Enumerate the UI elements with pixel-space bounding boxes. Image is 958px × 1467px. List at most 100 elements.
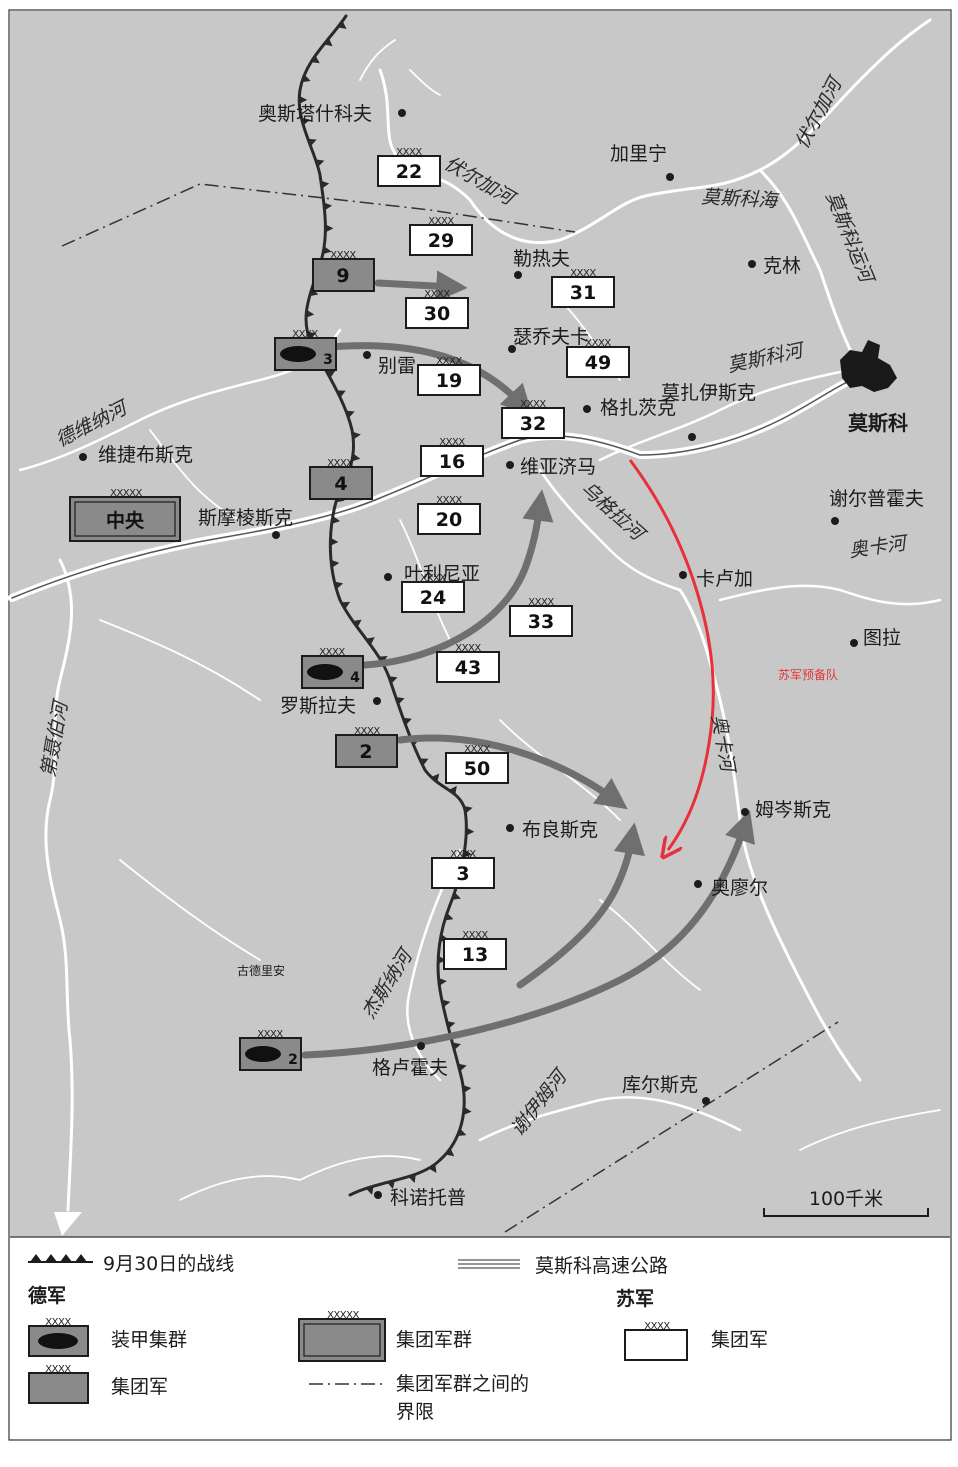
city-mtsensk: 姆岑斯克 xyxy=(741,799,831,821)
city-tula: 图拉 xyxy=(850,627,901,649)
echelon-mark: XXXX xyxy=(436,495,462,506)
svg-text:30: 30 xyxy=(424,303,450,325)
svg-text:4: 4 xyxy=(350,670,360,686)
svg-text:XXXXX: XXXXX xyxy=(327,1310,359,1321)
city-orel: 奥廖尔 xyxy=(694,877,768,899)
city-moscow: 莫斯科 xyxy=(847,411,908,435)
svg-text:斯摩棱斯克: 斯摩棱斯克 xyxy=(198,507,293,529)
soviet-army-19: XXXX 19 xyxy=(417,356,481,396)
svg-text:XXXXX: XXXXX xyxy=(110,488,142,499)
soviet-army-3: XXXX 3 xyxy=(431,849,495,889)
legend-highway: 莫斯科高速公路 xyxy=(458,1255,668,1277)
soviet-army-30: XXXX 30 xyxy=(405,289,469,329)
city-klin: 克林 xyxy=(748,255,801,277)
legend-front-line: 9月30日的战线 xyxy=(28,1253,234,1275)
svg-text:3: 3 xyxy=(456,863,469,885)
svg-text:克林: 克林 xyxy=(763,255,801,277)
svg-text:瑟乔夫卡: 瑟乔夫卡 xyxy=(513,326,589,348)
echelon-mark: XXXX xyxy=(528,597,554,608)
city-roslavl: 罗斯拉夫 xyxy=(280,695,381,717)
svg-text:卡卢加: 卡卢加 xyxy=(696,568,753,590)
svg-text:格扎茨克: 格扎茨克 xyxy=(600,397,676,419)
city-rzhev: 勒热夫 xyxy=(513,248,570,279)
legend: 9月30日的战线 莫斯科高速公路 德军 苏军 XXXX 装甲集群 XXXX 集团… xyxy=(28,1253,768,1423)
legend-soviet-heading: 苏军 xyxy=(616,1287,654,1310)
svg-text:古德里安: 古德里安 xyxy=(237,963,285,978)
soviet-army-22: XXXX 22 xyxy=(377,147,441,187)
echelon-mark: XXXX xyxy=(436,356,462,367)
svg-text:莫斯科: 莫斯科 xyxy=(847,411,908,435)
echelon-mark: XXXX xyxy=(585,338,611,349)
svg-text:XXXX: XXXX xyxy=(45,1364,71,1375)
svg-text:100千米: 100千米 xyxy=(809,1188,883,1210)
svg-text:莫斯科高速公路: 莫斯科高速公路 xyxy=(535,1255,668,1277)
soviet-reserve-arrow xyxy=(628,459,715,850)
city-kaluga: 卡卢加 xyxy=(679,568,753,590)
city-smolensk: 斯摩棱斯克 xyxy=(198,507,293,539)
city-mozhaisk: 莫扎伊斯克 xyxy=(661,382,756,441)
german-9th-army: XXXX 9 xyxy=(312,250,375,292)
echelon-mark: XXXX xyxy=(420,573,446,584)
svg-text:姆岑斯克: 姆岑斯克 xyxy=(755,799,831,821)
svg-text:20: 20 xyxy=(436,509,462,531)
svg-text:中央: 中央 xyxy=(106,509,145,532)
city-glukhov: 格卢霍夫 xyxy=(372,1042,448,1079)
svg-text:别雷: 别雷 xyxy=(378,355,416,377)
moscow-highway xyxy=(8,374,859,602)
city-bely: 别雷 xyxy=(363,351,416,377)
german-4th-army: XXXX 4 xyxy=(309,458,373,500)
svg-text:装甲集群: 装甲集群 xyxy=(111,1329,187,1351)
svg-text:维捷布斯克: 维捷布斯克 xyxy=(98,444,193,466)
echelon-mark: XXXX xyxy=(520,399,546,410)
svg-text:50: 50 xyxy=(464,758,490,780)
echelon-mark: XXXX xyxy=(455,643,481,654)
german-units: XXXXX 中央 XXXX 9 XXXX 4 XXXX 2 XXXX 3 XXX… xyxy=(69,250,398,1071)
army-group-boundaries xyxy=(61,183,839,1233)
svg-text:科诺托普: 科诺托普 xyxy=(390,1187,466,1209)
german-3rd-panzer-group: XXXX 3 xyxy=(274,329,337,371)
german-army-group-center: XXXXX 中央 xyxy=(69,488,181,542)
svg-text:勒热夫: 勒热夫 xyxy=(513,248,570,270)
svg-text:XXXX: XXXX xyxy=(644,1321,670,1332)
svg-text:13: 13 xyxy=(462,944,488,966)
german-2nd-panzer-group: XXXX 2 xyxy=(239,1029,302,1071)
echelon-mark: XXXX xyxy=(424,289,450,300)
svg-text:XXXX: XXXX xyxy=(292,329,318,340)
moscow-sea: 莫斯科海 xyxy=(701,186,781,212)
legend-german-army: XXXX 集团军 xyxy=(28,1364,168,1404)
scale-bar: 100千米 xyxy=(763,1188,929,1217)
svg-text:集团军: 集团军 xyxy=(711,1329,768,1351)
echelon-mark: XXXX xyxy=(439,437,465,448)
svg-text:莫扎伊斯克: 莫扎伊斯克 xyxy=(661,382,756,404)
echelon-mark: XXXX xyxy=(396,147,422,158)
svg-text:19: 19 xyxy=(436,370,462,392)
moscow-city-area xyxy=(840,340,897,392)
label-guderian: 古德里安 xyxy=(237,963,285,978)
svg-text:XXXX: XXXX xyxy=(257,1029,283,1040)
german-2nd-army: XXXX 2 xyxy=(335,726,398,768)
svg-text:集团军群: 集团军群 xyxy=(396,1329,472,1351)
svg-text:22: 22 xyxy=(396,161,422,183)
svg-text:49: 49 xyxy=(585,352,611,374)
svg-text:3: 3 xyxy=(323,352,333,368)
soviet-armies: XXXX22XXXX29XXXX30XXXX31XXXX49XXXX19XXXX… xyxy=(377,147,630,970)
svg-text:维亚济马: 维亚济马 xyxy=(520,456,596,478)
legend-soviet-army: XXXX 集团军 xyxy=(624,1321,768,1361)
legend-boundary: 集团军群之间的 界限 xyxy=(309,1373,529,1423)
echelon-mark: XXXX xyxy=(450,849,476,860)
svg-text:谢尔普霍夫: 谢尔普霍夫 xyxy=(829,488,924,510)
echelon-mark: XXXX xyxy=(570,268,596,279)
svg-text:图拉: 图拉 xyxy=(863,627,901,649)
german-attack-arrows xyxy=(301,270,755,1059)
svg-text:2: 2 xyxy=(288,1052,298,1068)
city-vyazma: 维亚济马 xyxy=(506,456,596,478)
german-4th-panzer-group: XXXX 4 xyxy=(301,647,364,689)
svg-text:XXXX: XXXX xyxy=(319,647,345,658)
city-yelnya: 叶利尼亚 xyxy=(384,563,480,585)
